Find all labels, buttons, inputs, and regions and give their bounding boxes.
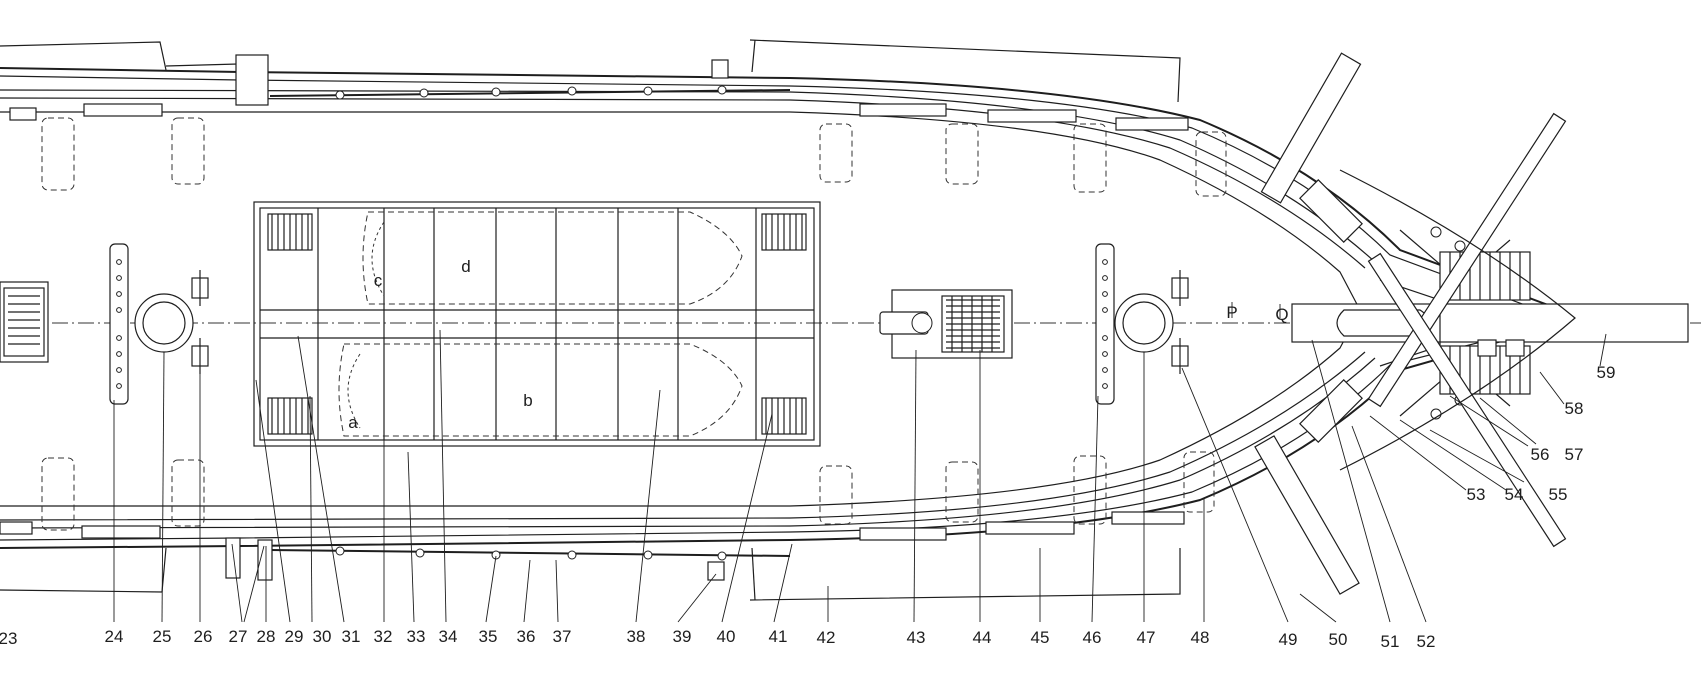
callout-42: 42 (817, 628, 836, 647)
station-letter-q: Q (1275, 305, 1288, 324)
callout-43: 43 (907, 628, 926, 647)
boat-b-outline (338, 343, 743, 437)
boat-letter-b: b (523, 391, 532, 410)
boat-letter-d: d (461, 257, 470, 276)
rail-chain-upper (235, 54, 791, 106)
callout-27: 27 (229, 627, 248, 646)
callout-59: 59 (1597, 363, 1616, 382)
callout-41: 41 (769, 627, 788, 646)
callout-29: 29 (285, 627, 304, 646)
rail-chain-lower (225, 537, 791, 581)
callout-52: 52 (1417, 632, 1436, 651)
belay-rails (0, 103, 1363, 541)
callout-55: 55 (1549, 485, 1568, 504)
bitts (191, 270, 1189, 374)
callout-51: 51 (1381, 632, 1400, 651)
leader-lines (113, 302, 1607, 623)
callout-30: 30 (313, 627, 332, 646)
fore-mast (1114, 293, 1174, 353)
station-letter-p: P (1226, 303, 1237, 322)
callout-46: 46 (1083, 628, 1102, 647)
fife-rail-holes (116, 259, 1108, 389)
boat-letter-c: c (374, 271, 383, 290)
callout-40: 40 (717, 627, 736, 646)
callout-33: 33 (407, 627, 426, 646)
callout-37: 37 (553, 627, 572, 646)
callout-49: 49 (1279, 630, 1298, 649)
callout-48: 48 (1191, 628, 1210, 647)
callout-58: 58 (1565, 399, 1584, 418)
callout-57: 57 (1565, 445, 1584, 464)
gun-carriages (41, 117, 1227, 531)
callout-numbers: 23 24 25 26 27 28 29 30 31 32 33 34 35 3… (0, 363, 1615, 651)
callout-24: 24 (105, 627, 124, 646)
callout-28: 28 (257, 627, 276, 646)
channels (0, 39, 1181, 601)
callout-25: 25 (153, 627, 172, 646)
callout-54: 54 (1505, 485, 1524, 504)
callout-34: 34 (439, 627, 458, 646)
callout-23: 23 (0, 629, 17, 648)
callout-53: 53 (1467, 485, 1486, 504)
callout-32: 32 (374, 627, 393, 646)
stern-skylight (0, 281, 49, 363)
bowsprit (1291, 303, 1689, 343)
callout-56: 56 (1531, 445, 1550, 464)
boat-d-outline (362, 211, 743, 305)
callout-38: 38 (627, 627, 646, 646)
callout-45: 45 (1031, 628, 1050, 647)
fife-rail-fwd (1095, 243, 1115, 405)
callout-31: 31 (342, 627, 361, 646)
boat-letter-a: a (348, 413, 358, 432)
callout-35: 35 (479, 627, 498, 646)
callout-50: 50 (1329, 630, 1348, 649)
callout-36: 36 (517, 627, 536, 646)
callout-47: 47 (1137, 628, 1156, 647)
callout-26: 26 (194, 627, 213, 646)
boat-cradle (253, 201, 821, 447)
main-mast (134, 293, 194, 353)
bow-cheek (1339, 169, 1576, 471)
callout-44: 44 (973, 628, 992, 647)
callout-39: 39 (673, 627, 692, 646)
galley-stove (879, 289, 1013, 359)
jib-spars (1367, 112, 1567, 548)
fife-rail-aft (109, 243, 129, 405)
catheads (1254, 52, 1362, 595)
